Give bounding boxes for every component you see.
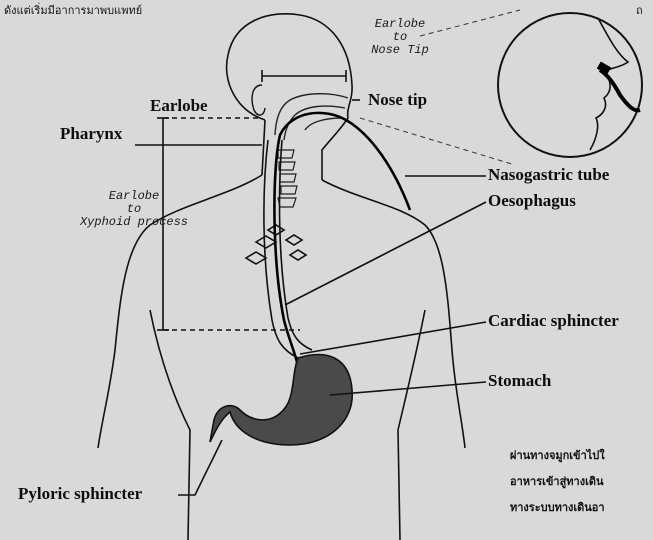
zoom-circle	[498, 13, 642, 157]
label-oesophagus: Oesophagus	[488, 191, 576, 211]
header-thai-right: ถ	[636, 1, 643, 19]
stomach-shape	[210, 355, 352, 445]
caption-line-3: ทางระบบทางเดินอา	[510, 498, 605, 516]
header-thai-left: ดังแต่เริ่มมีอาการมาพบแพทย์	[4, 1, 142, 19]
label-stomach: Stomach	[488, 371, 551, 391]
measure-label-xyphoid: Earlobe to Xyphoid process	[44, 190, 224, 229]
label-earlobe: Earlobe	[150, 96, 208, 116]
nasogastric-tube-line	[274, 113, 410, 400]
label-nose-tip: Nose tip	[368, 90, 427, 110]
label-nasogastric-tube: Nasogastric tube	[488, 165, 609, 185]
label-cardiac-sphincter: Cardiac sphincter	[488, 311, 619, 331]
caption-line-1: ผ่านทางจมูกเข้าไปใ	[510, 446, 605, 464]
oesophagus-tube	[264, 140, 312, 358]
measure-earlobe-nosetip	[262, 70, 346, 82]
ear-shape	[252, 85, 265, 115]
label-pyloric-sphincter: Pyloric sphincter	[18, 484, 142, 504]
caption-line-2: อาหารเข้าสู่ทางเดิน	[510, 472, 604, 490]
measure-label-nose-tip: Earlobe to Nose Tip	[340, 18, 460, 57]
label-pharynx: Pharynx	[60, 124, 122, 144]
